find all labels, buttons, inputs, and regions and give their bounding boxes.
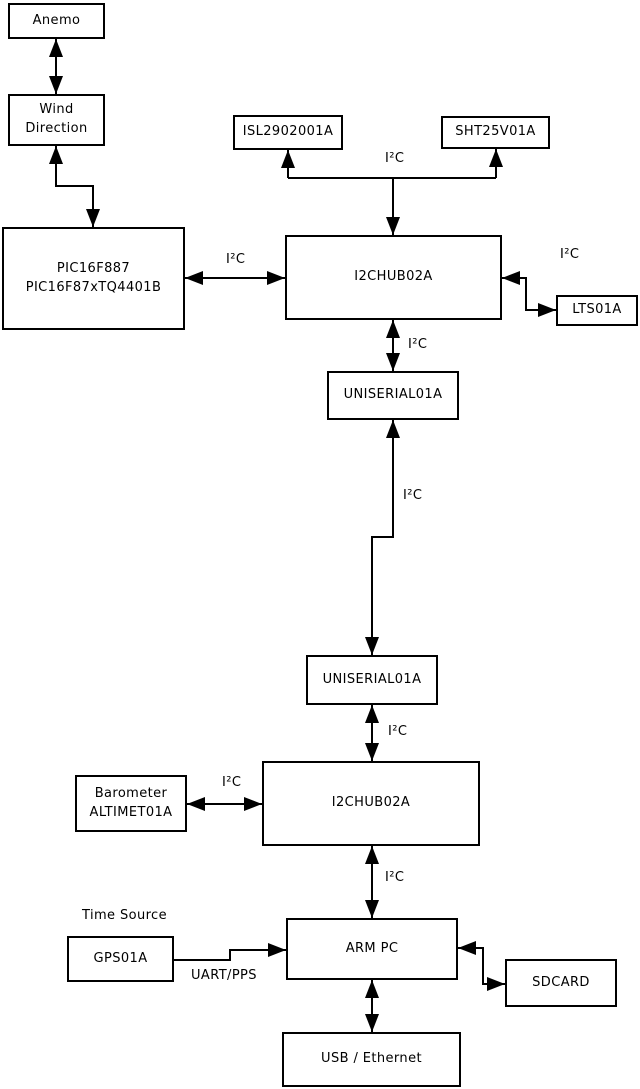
- node-arm-pc-label: ARM PC: [345, 940, 399, 956]
- edge-label-i2c-uniserial-link: I²C: [403, 488, 423, 503]
- node-i2chub02a-1-label: I2CHUB02A: [354, 269, 433, 285]
- node-i2chub02a-1: I2CHUB02A: [285, 235, 502, 320]
- node-pic16f887: PIC16F887 PIC16F87xTQ4401B: [2, 227, 185, 330]
- edge-label-i2c-barometer-hub2: I²C: [222, 775, 242, 790]
- node-uniserial01a-1: UNISERIAL01A: [327, 371, 459, 420]
- node-lts01a: LTS01A: [556, 295, 638, 326]
- node-wind-direction: Wind Direction: [8, 94, 105, 146]
- node-pic16f887-label-line1: PIC16F887: [56, 260, 131, 276]
- node-barometer-label-line1: Barometer: [94, 785, 168, 801]
- edge-label-uart-pps: UART/PPS: [191, 968, 257, 983]
- node-isl2902001a: ISL2902001A: [233, 115, 343, 150]
- node-usb-ethernet: USB / Ethernet: [282, 1032, 461, 1087]
- node-i2chub02a-2-label: I2CHUB02A: [331, 795, 411, 811]
- node-barometer-altimet01a: Barometer ALTIMET01A: [75, 775, 187, 832]
- edge-label-time-source: Time Source: [82, 908, 167, 923]
- node-sht25v01a: SHT25V01A: [441, 116, 550, 149]
- edge-armpc-sdcard: [458, 941, 505, 991]
- edge-uniserial1-uniserial2: [365, 420, 400, 655]
- node-anemo: Anemo: [8, 3, 105, 39]
- edge-label-i2c-hub1-sensors: I²C: [385, 151, 405, 166]
- edge-hub1-lts: [502, 271, 556, 317]
- node-i2chub02a-2: I2CHUB02A: [262, 761, 480, 846]
- node-sdcard-label: SDCARD: [532, 974, 590, 990]
- node-uniserial01a-2: UNISERIAL01A: [306, 655, 438, 705]
- edge-gps-armpc: [174, 943, 286, 961]
- node-wind-direction-label-line2: Direction: [25, 121, 88, 136]
- edge-label-i2c-hub2-armpc: I²C: [385, 870, 405, 885]
- node-sdcard: SDCARD: [505, 959, 617, 1007]
- node-wind-direction-label-line1: Wind: [39, 102, 74, 118]
- node-sht25v01a-label: SHT25V01A: [455, 124, 536, 140]
- node-lts01a-label: LTS01A: [572, 302, 622, 318]
- edge-label-i2c-uniserial2-hub2: I²C: [388, 724, 408, 739]
- node-uniserial01a-2-label: UNISERIAL01A: [322, 671, 422, 687]
- node-isl2902001a-label: ISL2902001A: [242, 124, 334, 140]
- node-gps01a: GPS01A: [67, 936, 174, 982]
- node-usb-ethernet-label: USB / Ethernet: [321, 1051, 422, 1067]
- node-barometer-label-line2: ALTIMET01A: [89, 804, 173, 820]
- node-anemo-label: Anemo: [32, 12, 81, 28]
- edge-label-i2c-pic-hub1: I²C: [226, 252, 246, 267]
- node-uniserial01a-1-label: UNISERIAL01A: [343, 387, 443, 403]
- node-pic16f887-label-line2: PIC16F87xTQ4401B: [25, 279, 162, 295]
- edge-label-i2c-hub1-uniserial1: I²C: [408, 337, 428, 352]
- node-arm-pc: ARM PC: [286, 918, 458, 980]
- edge-label-i2c-hub1-lts: I²C: [560, 247, 580, 262]
- node-gps01a-label: GPS01A: [93, 950, 148, 966]
- edge-winddirection-pic: [49, 146, 100, 227]
